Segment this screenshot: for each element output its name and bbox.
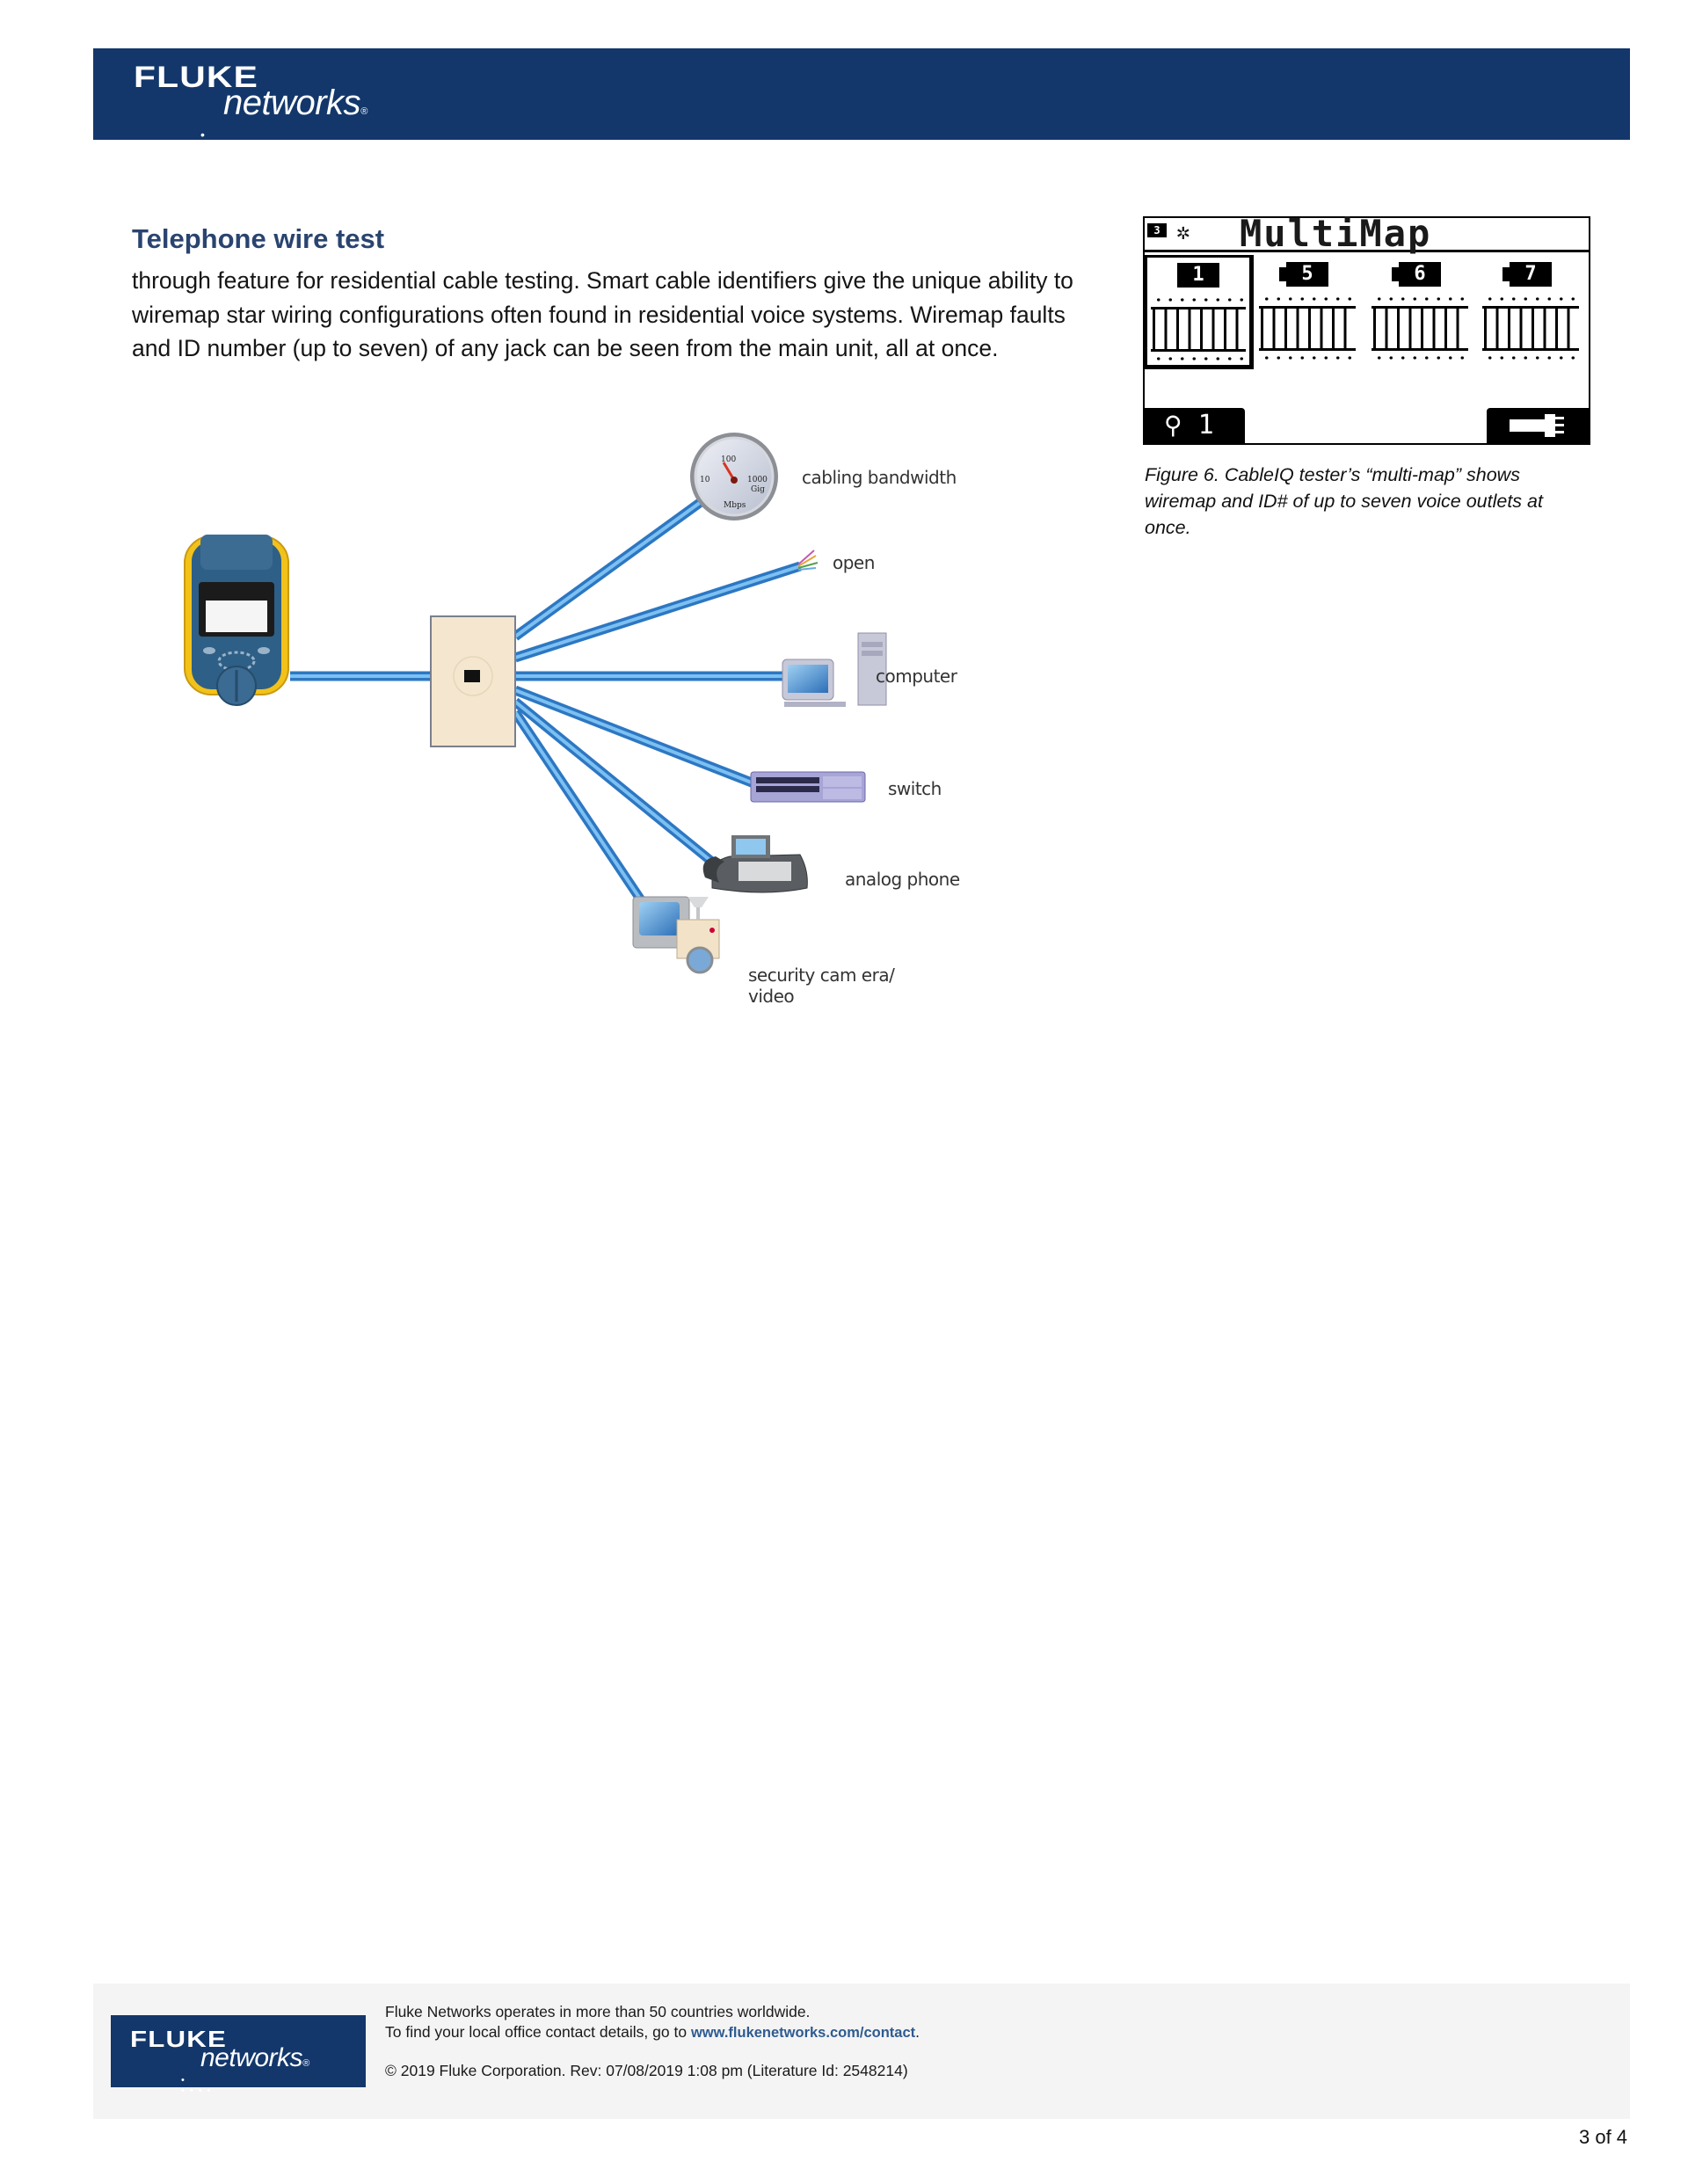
figure-caption: Figure 6. CableIQ tester’s “multi-map” s… [1145,464,1543,538]
analog-phone-icon [702,835,808,893]
label-security-camera: security cam era/ video [748,965,895,1007]
footer-copyright: © 2019 Fluke Corporation. Rev: 07/08/201… [385,2062,908,2079]
wiremap-rail-bottom [1482,348,1579,351]
wiremap-rail-bottom [1259,348,1356,351]
wiremap-wires [1153,309,1244,349]
contact-link[interactable]: www.flukenetworks.com/contact [690,2025,916,2041]
wiremap-rail-bottom [1372,348,1468,351]
outlet-id-badge: 6 [1392,262,1441,287]
switch-icon [750,771,866,803]
softkey-zoom-value: 1 [1197,410,1214,440]
logo-fluke-text: FLUKE [134,61,258,94]
footer-logo-box: FLUKE networks® • •••• [111,2015,366,2096]
wiremap-rail-top [1482,306,1579,309]
pin-dots-top [1373,297,1466,301]
multimap-screen: 3 ✲ MultiMap 1 5 6 7 ⚲ 1 [1143,212,1590,445]
outlet-cell: 5 [1255,257,1359,364]
pin-dots-top [1484,297,1577,301]
security-camera-icon [632,896,720,974]
section-title: Telephone wire test [132,223,385,254]
computer-icon [782,632,887,707]
magnifier-icon: ⚲ [1164,411,1182,440]
wiremap-wires [1261,309,1354,348]
gauge-tick-100: 100 [721,455,736,464]
multimap-title: MultiMap [1240,212,1432,255]
outlet-id-badge: 1 [1177,263,1219,288]
logo-dots: • •••• [181,2075,216,2096]
wiremap-rail-top [1259,306,1356,309]
backlight-icon: ✲ [1176,219,1190,245]
softkey-zoom: ⚲ 1 [1145,408,1245,443]
pin-dots-bottom [1153,357,1244,360]
wiremap-wires [1484,309,1577,348]
gauge-tick-1000: 1000 [747,476,768,484]
wall-jack-icon [430,615,516,747]
diagram-graphics: 100 10 1000 Gig Mbps [184,433,887,974]
footer-countries-text: Fluke Networks operates in more than 50 … [385,2003,811,2020]
wiremap-rail-top [1151,307,1246,309]
pin-dots-top [1261,297,1354,301]
outlet-id-badge: 5 [1279,262,1328,287]
star-wiring-diagram: 100 10 1000 Gig Mbps [167,422,985,1029]
logo-fluke-text: FLUKE [130,2026,228,2052]
label-cabling-bandwidth: cabling bandwidth [802,467,957,488]
label-analog-phone: analog phone [845,869,960,890]
label-switch: switch [888,778,942,799]
page-footer: FLUKE networks® • •••• Fluke Networks op… [93,1984,1630,2119]
footer-contact-line: To find your local office contact detail… [385,2023,920,2041]
softkey-plug [1487,408,1589,443]
wiremap-rail-top [1372,306,1468,309]
multimap-title-row: 3 ✲ MultiMap [1145,212,1589,255]
pin-dots-bottom [1373,356,1466,360]
logo-dots: • •••• [200,127,246,156]
cableiq-tester-icon [184,535,289,706]
gauge-tick-10: 10 [700,476,710,484]
gauge-tick-gig: Gig [751,485,765,494]
battery-icon: 3 [1147,223,1167,237]
pin-dots-bottom [1484,356,1577,360]
header-bar: FLUKE networks® • •••• [93,48,1630,156]
body-paragraph: through feature for residential cable te… [132,267,1073,361]
logo-networks-text: networks® [200,2043,309,2072]
label-computer: computer [876,666,957,687]
outlet-cell: 6 [1368,257,1472,364]
page-number: 3 of 4 [1579,2126,1628,2148]
wiremap-rail-bottom [1151,349,1246,352]
outlet-cell-selected: 1 [1145,255,1254,369]
logo-networks-text: networks® [223,84,367,122]
outlet-id-badge: 7 [1502,262,1552,287]
outlet-cell: 7 [1479,257,1582,364]
open-wire-ends-icon [797,550,819,571]
pin-dots-bottom [1261,356,1354,360]
wiremap-wires [1373,309,1466,348]
pin-dots-top [1153,298,1244,302]
label-open: open [833,552,875,573]
gauge-icon: 100 10 1000 Gig Mbps [690,433,778,521]
gauge-unit: Mbps [724,501,746,510]
